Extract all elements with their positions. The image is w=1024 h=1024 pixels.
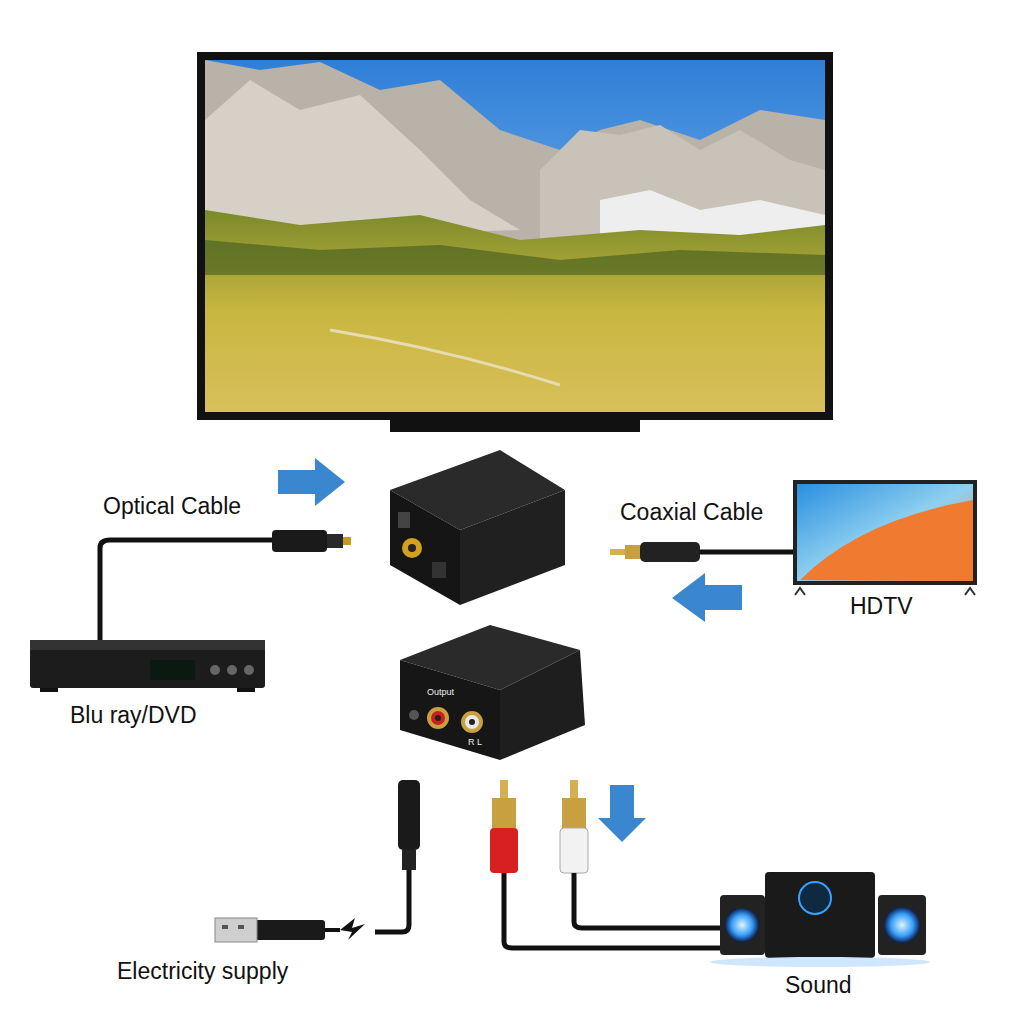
dc-plug — [398, 780, 420, 850]
converter-box — [400, 625, 585, 760]
coax-plug — [640, 542, 700, 562]
optical-plug — [272, 530, 327, 552]
lightning-symbol — [340, 918, 365, 940]
bluray-player — [30, 640, 265, 692]
port-label: Output — [427, 688, 454, 698]
device-label: Blu ray/DVD — [70, 703, 197, 728]
rca-cable — [490, 780, 720, 948]
port-label: R L — [468, 738, 482, 748]
converter-box — [390, 450, 565, 605]
flow-arrow — [598, 785, 646, 842]
device-label: Sound — [785, 973, 852, 998]
power-label: Electricity supply — [117, 959, 288, 984]
flow-arrow — [672, 573, 742, 622]
usb-plug — [255, 920, 325, 940]
speaker-set — [710, 872, 930, 967]
device-label: HDTV — [850, 594, 913, 619]
television — [197, 52, 833, 432]
flow-arrow — [278, 458, 345, 506]
cable-label: Optical Cable — [103, 494, 241, 519]
cable-label: Coaxial Cable — [620, 500, 763, 525]
hdtv — [793, 480, 977, 595]
